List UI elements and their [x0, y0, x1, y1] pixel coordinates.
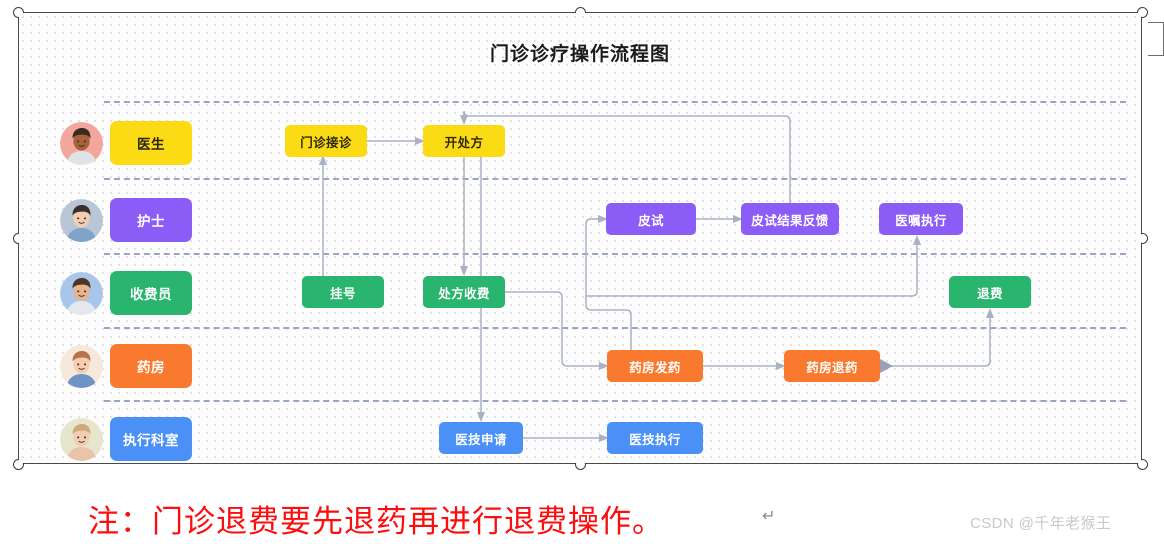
edge-fayao-to-tuiyao — [703, 362, 786, 370]
lane-separator-2 — [104, 253, 1126, 255]
avatar-doctor — [60, 121, 103, 165]
lane-role-execdept[interactable]: 执行科室 — [110, 417, 192, 461]
flow-node-n-pishi[interactable]: 皮试 — [606, 203, 696, 235]
flow-node-n-jiezhen[interactable]: 门诊接诊 — [285, 125, 367, 157]
edge-shoufei-to-fayao — [505, 291, 609, 370]
lane-separator-0 — [104, 101, 1126, 103]
flowchart-canvas: 门诊诊疗操作流程图 医生护士收费员药房执行科室 — [19, 13, 1141, 463]
avatar-pharmacy — [60, 344, 103, 388]
edge-pishi-to-pishifankui — [696, 215, 743, 223]
edge-to-yizhuzhixing — [586, 235, 921, 297]
edge-jiezhen-to-chufang — [367, 137, 425, 145]
flow-node-n-yizhu[interactable]: 医嘱执行 — [879, 203, 963, 235]
edge-chufang-to-shoufei — [460, 157, 468, 276]
edge-fayao-to-pishi — [585, 215, 632, 350]
paragraph-mark-icon: ↵ — [762, 508, 776, 525]
lane-role-pharmacy[interactable]: 药房 — [110, 344, 192, 388]
lane-separator-1 — [104, 178, 1126, 180]
edge-tuiyao-to-tuifei — [880, 308, 994, 373]
lane-role-nurse[interactable]: 护士 — [110, 198, 192, 242]
flow-node-n-shoufei[interactable]: 处方收费 — [423, 276, 505, 308]
flow-node-n-yijishq[interactable]: 医技申请 — [439, 422, 523, 454]
avatar-nurse — [60, 198, 103, 242]
edge-yijishenqing-to-yijizhixing — [523, 434, 609, 442]
lane-role-doctor[interactable]: 医生 — [110, 121, 192, 165]
edge-guahao-to-jiezhen — [319, 155, 327, 276]
lane-separator-4 — [104, 400, 1126, 402]
flow-node-n-pishifk[interactable]: 皮试结果反馈 — [741, 203, 839, 235]
flow-node-n-tuifei[interactable]: 退费 — [949, 276, 1031, 308]
layout-options-bracket[interactable] — [1148, 22, 1164, 56]
edge-pishifankui-to-chufang — [460, 110, 791, 203]
lane-separator-3 — [104, 327, 1126, 329]
avatar-execdept — [60, 417, 103, 461]
flow-node-n-chufang[interactable]: 开处方 — [423, 125, 505, 157]
page-title: 门诊诊疗操作流程图 — [489, 44, 670, 65]
avatar-cashier — [60, 271, 103, 315]
lane-role-cashier[interactable]: 收费员 — [110, 271, 192, 315]
watermark: CSDN @千年老猴王 — [970, 515, 1112, 532]
flow-node-n-fayao[interactable]: 药房发药 — [607, 350, 703, 382]
flow-node-n-yijizx[interactable]: 医技执行 — [607, 422, 703, 454]
flow-node-n-tuiyao[interactable]: 药房退药 — [784, 350, 880, 382]
footer-note: 注：门诊退费要先退药再进行退费操作。 — [88, 504, 664, 540]
flow-node-n-guahao[interactable]: 挂号 — [302, 276, 384, 308]
